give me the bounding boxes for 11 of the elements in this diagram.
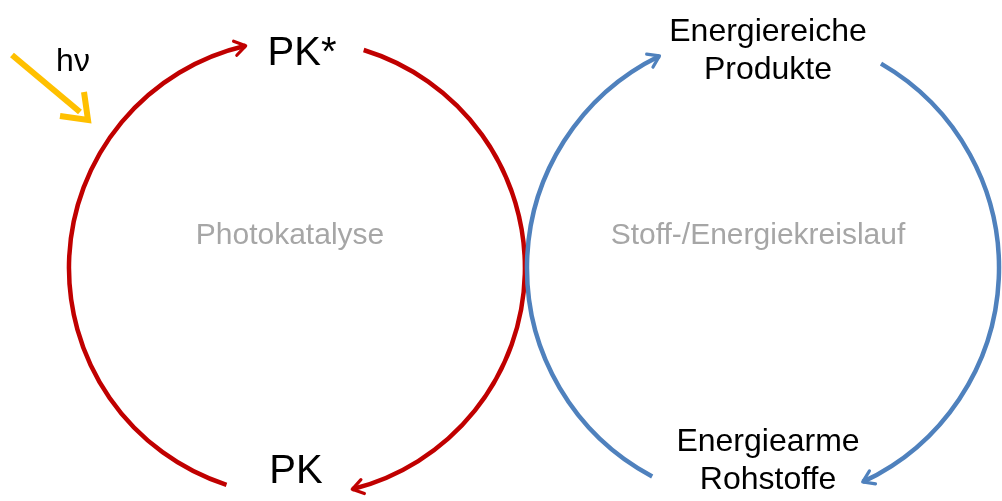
symbol-label: hν [56, 41, 90, 79]
cycle-arrow [66, 40, 248, 487]
node-label: Energiereiche Produkte [668, 12, 868, 88]
cycle-arrow [350, 47, 527, 495]
cycle-arrow [525, 53, 662, 479]
node-label: PK* [266, 28, 338, 76]
node-label: Energiearme Rohstoffe [675, 422, 861, 498]
cycle-label: Stoff-/Energiekreislauf [610, 217, 906, 251]
cycle-label: Photokatalyse [195, 217, 385, 251]
node-label: PK [268, 446, 324, 494]
cycle-arrow [861, 61, 1002, 485]
